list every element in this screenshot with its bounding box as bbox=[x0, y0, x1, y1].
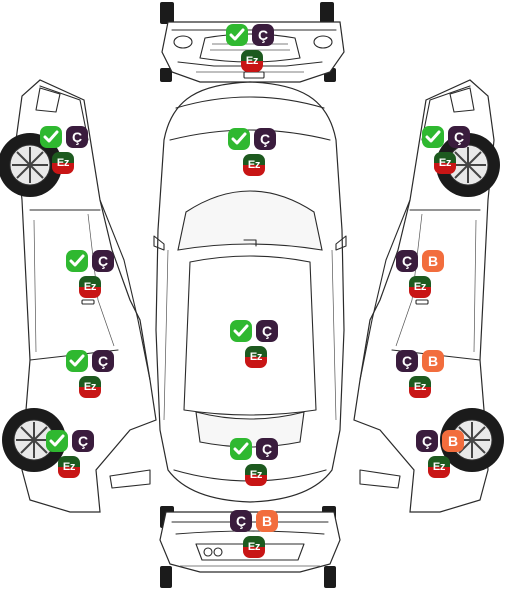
paint-letter-icon[interactable]: B bbox=[422, 250, 444, 272]
panel-right-rear-door[interactable]: Ç B Ez bbox=[396, 350, 448, 398]
check-icon[interactable] bbox=[230, 438, 252, 460]
panel-right-front-fender[interactable]: Ç Ez bbox=[422, 126, 474, 174]
dent-letter-icon[interactable]: Ez bbox=[434, 152, 456, 174]
dent-letter-icon[interactable]: Ez bbox=[245, 464, 267, 486]
panel-right-rear-fender[interactable]: Ç B Ez bbox=[416, 430, 468, 478]
panel-front-bumper[interactable]: Ç Ez bbox=[226, 24, 278, 72]
scratch-letter-icon[interactable]: Ç bbox=[230, 510, 252, 532]
check-icon[interactable] bbox=[230, 320, 252, 342]
dent-letter-icon[interactable]: Ez bbox=[245, 346, 267, 368]
scratch-letter-icon[interactable]: Ç bbox=[448, 126, 470, 148]
dent-letter-icon[interactable]: Ez bbox=[428, 456, 450, 478]
dent-letter-icon[interactable]: Ez bbox=[58, 456, 80, 478]
dent-letter-icon[interactable]: Ez bbox=[79, 376, 101, 398]
check-icon[interactable] bbox=[66, 250, 88, 272]
dent-letter-icon[interactable]: Ez bbox=[79, 276, 101, 298]
panel-right-front-door[interactable]: Ç B Ez bbox=[396, 250, 448, 298]
scratch-letter-icon[interactable]: Ç bbox=[416, 430, 438, 452]
scratch-letter-icon[interactable]: Ç bbox=[256, 320, 278, 342]
panel-left-rear-fender[interactable]: Ç Ez bbox=[46, 430, 98, 478]
paint-letter-icon[interactable]: B bbox=[422, 350, 444, 372]
paint-letter-icon[interactable]: B bbox=[442, 430, 464, 452]
paint-letter-icon[interactable]: B bbox=[256, 510, 278, 532]
scratch-letter-icon[interactable]: Ç bbox=[256, 438, 278, 460]
scratch-letter-icon[interactable]: Ç bbox=[396, 250, 418, 272]
panel-left-front-fender[interactable]: Ç Ez bbox=[40, 126, 92, 174]
check-icon[interactable] bbox=[66, 350, 88, 372]
panel-trunk[interactable]: Ç Ez bbox=[230, 438, 282, 486]
panel-hood[interactable]: Ç Ez bbox=[228, 128, 280, 176]
scratch-letter-icon[interactable]: Ç bbox=[66, 126, 88, 148]
panel-left-front-door[interactable]: Ç Ez bbox=[66, 250, 118, 298]
dent-letter-icon[interactable]: Ez bbox=[241, 50, 263, 72]
check-icon[interactable] bbox=[40, 126, 62, 148]
dent-letter-icon[interactable]: Ez bbox=[243, 536, 265, 558]
top-view bbox=[153, 81, 347, 588]
panel-roof[interactable]: Ç Ez bbox=[230, 320, 282, 368]
scratch-letter-icon[interactable]: Ç bbox=[92, 350, 114, 372]
panel-rear-bumper[interactable]: Ç B Ez bbox=[230, 510, 282, 558]
check-icon[interactable] bbox=[228, 128, 250, 150]
scratch-letter-icon[interactable]: Ç bbox=[252, 24, 274, 46]
scratch-letter-icon[interactable]: Ç bbox=[254, 128, 276, 150]
dent-letter-icon[interactable]: Ez bbox=[243, 154, 265, 176]
scratch-letter-icon[interactable]: Ç bbox=[72, 430, 94, 452]
panel-left-rear-door[interactable]: Ç Ez bbox=[66, 350, 118, 398]
dent-letter-icon[interactable]: Ez bbox=[409, 276, 431, 298]
scratch-letter-icon[interactable]: Ç bbox=[92, 250, 114, 272]
scratch-letter-icon[interactable]: Ç bbox=[396, 350, 418, 372]
dent-letter-icon[interactable]: Ez bbox=[409, 376, 431, 398]
check-icon[interactable] bbox=[226, 24, 248, 46]
check-icon[interactable] bbox=[46, 430, 68, 452]
check-icon[interactable] bbox=[422, 126, 444, 148]
dent-letter-icon[interactable]: Ez bbox=[52, 152, 74, 174]
